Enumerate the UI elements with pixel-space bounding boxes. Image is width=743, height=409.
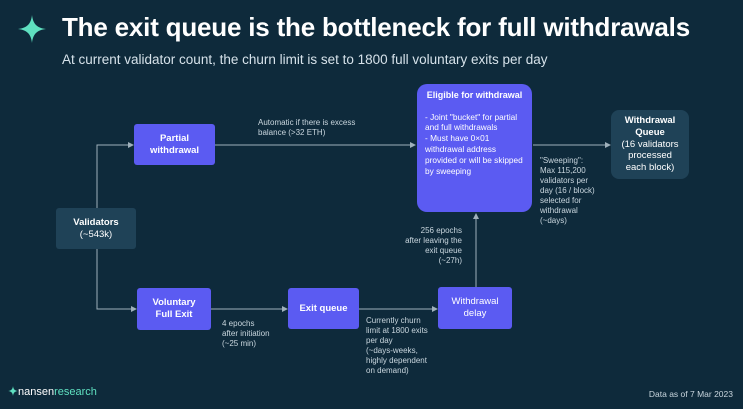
eligible-bullet-1: - Joint "bucket" for partial and full wi… bbox=[425, 111, 518, 133]
note-churn-line-3: per day bbox=[366, 336, 393, 345]
note-sweeping-line-3: validators per bbox=[540, 176, 589, 185]
note-sweeping-line-2: Max 115,200 bbox=[540, 166, 586, 175]
note-sweeping-line-7: (~days) bbox=[540, 216, 567, 225]
note-256-line-2: after leaving the bbox=[405, 236, 462, 245]
arrow-validators-partial bbox=[96, 142, 134, 210]
note-sweeping-line-5: selected for bbox=[540, 196, 582, 205]
note-four-epochs: 4 epochs after initiation (~25 min) bbox=[222, 319, 270, 349]
slide-title: The exit queue is the bottleneck for ful… bbox=[62, 12, 690, 42]
exit-queue-node: Exit queue bbox=[288, 288, 359, 329]
validators-label: Validators bbox=[73, 216, 119, 228]
note-256-line-1: 256 epochs bbox=[420, 226, 462, 235]
note-256-epochs: 256 epochs after leaving the exit queue … bbox=[390, 226, 462, 266]
voluntary-label-1: Voluntary bbox=[152, 297, 196, 309]
queue-detail-1: (16 validators bbox=[621, 138, 679, 150]
note-automatic-line-1: Automatic if there is excess bbox=[258, 118, 356, 127]
note-sweeping-line-6: withdrawal bbox=[540, 206, 578, 215]
partial-label-2: withdrawal bbox=[149, 144, 200, 156]
note-automatic: Automatic if there is excess balance (>3… bbox=[258, 118, 355, 138]
queue-detail-3: each block) bbox=[625, 162, 675, 174]
nansen-star-icon bbox=[18, 15, 46, 43]
validators-count: (~543k) bbox=[79, 228, 113, 240]
note-churn-line-4: (~days-weeks, bbox=[366, 346, 418, 355]
note-four-epochs-line-3: (~25 min) bbox=[222, 339, 257, 348]
withdrawal-queue-node: Withdrawal Queue (16 validators processe… bbox=[611, 110, 689, 179]
eligible-heading: Eligible for withdrawal bbox=[426, 90, 523, 100]
note-four-epochs-line-2: after initiation bbox=[222, 329, 270, 338]
note-churn-line-2: limit at 1800 exits bbox=[366, 326, 428, 335]
brand-suffix: research bbox=[54, 386, 97, 398]
note-churn-line-5: highly dependent bbox=[366, 356, 427, 365]
slide-subtitle: At current validator count, the churn li… bbox=[62, 52, 548, 67]
queue-detail-2: processed bbox=[628, 150, 672, 162]
validators-node: Validators(~543k) bbox=[56, 208, 136, 249]
note-four-epochs-line-1: 4 epochs bbox=[222, 319, 255, 328]
brand-main: nansen bbox=[18, 386, 55, 398]
note-sweeping-line-1: "Sweeping": bbox=[540, 156, 584, 165]
note-sweeping-line-4: day (16 / block) bbox=[540, 186, 595, 195]
note-sweeping: "Sweeping": Max 115,200 validators per d… bbox=[540, 156, 595, 226]
queue-label-2: Queue bbox=[635, 126, 665, 138]
eligible-bullet-2: - Must have 0×01 withdrawal address prov… bbox=[425, 133, 523, 176]
delay-label-2: delay bbox=[463, 308, 487, 319]
voluntary-label-2: Full Exit bbox=[155, 309, 193, 320]
exit-queue-label: Exit queue bbox=[299, 302, 348, 314]
note-256-line-3: exit queue bbox=[425, 246, 462, 255]
data-date: Data as of 7 Mar 2023 bbox=[648, 389, 733, 399]
delay-label-1: Withdrawal bbox=[451, 296, 499, 308]
partial-label-1: Partial bbox=[159, 132, 190, 144]
eligible-node: Eligible for withdrawal - Joint "bucket"… bbox=[417, 84, 532, 212]
arrow-validators-voluntary bbox=[96, 248, 137, 312]
note-churn-line-1: Currently churn bbox=[366, 316, 421, 325]
note-churn-line-6: on demand) bbox=[366, 366, 409, 375]
note-256-line-4: (~27h) bbox=[438, 256, 462, 265]
note-automatic-line-2: balance (>32 ETH) bbox=[258, 128, 326, 137]
queue-label-1: Withdrawal bbox=[624, 114, 676, 126]
nansen-small-star-icon bbox=[8, 386, 18, 396]
nansen-research-logo: nansenresearch bbox=[8, 386, 97, 398]
note-churn: Currently churn limit at 1800 exits per … bbox=[366, 316, 428, 376]
